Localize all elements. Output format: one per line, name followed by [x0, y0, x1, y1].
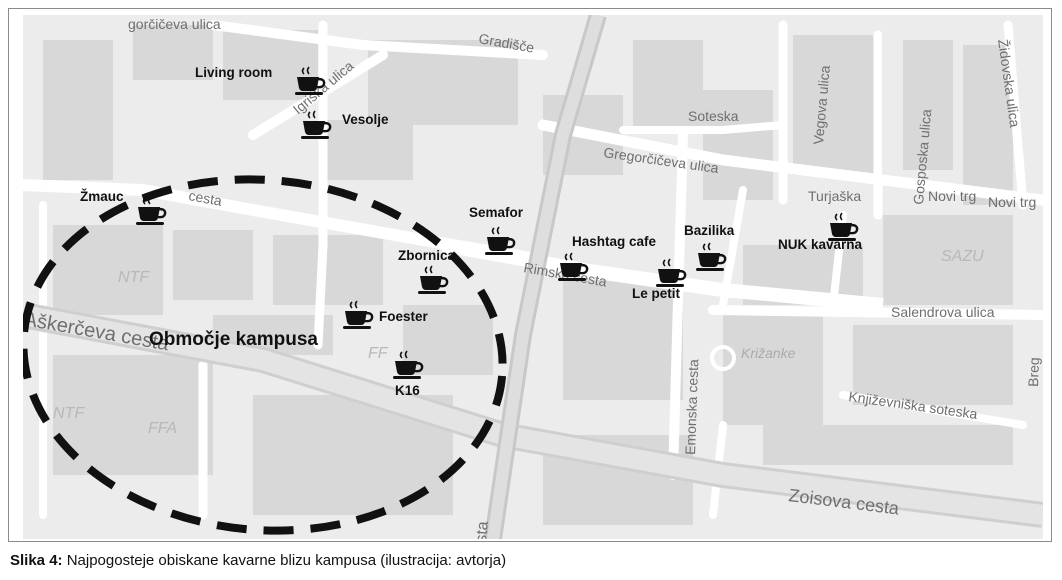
main-roads — [23, 15, 1043, 539]
street-emonska: Emonska cesta — [682, 359, 701, 455]
caption-label: Slika 4: — [10, 552, 63, 569]
street-gorcevca: gorčičeva ulica — [128, 16, 221, 32]
cafe-nuk: NUK kavarna — [778, 211, 863, 252]
cafe-label: Žmauc — [80, 189, 124, 204]
street-sta: sta — [473, 521, 492, 539]
cafe-foester: Foester — [341, 299, 429, 331]
cafe-zmauc: Žmauc — [80, 189, 167, 227]
cafe-k16: K16 — [391, 349, 424, 398]
street-cesta: cesta — [187, 187, 223, 209]
street-soteska: Soteska — [688, 108, 739, 124]
cafe-label: Foester — [379, 309, 429, 324]
caption-text: Najpogosteje obiskane kavarne blizu kamp… — [62, 552, 507, 569]
cafe-label: Bazilika — [684, 223, 735, 238]
minor-roads — [23, 20, 1043, 520]
map-figure: gorčičeva ulica Gradišče Igriška ulica c… — [8, 8, 1052, 542]
street-salendrova: Salendrova ulica — [891, 304, 995, 320]
street-novitrg1: Novi trg — [928, 188, 976, 204]
street-krizanke: Križanke — [741, 345, 796, 361]
campus-boundary — [23, 175, 507, 535]
street-novitrg2: Novi trg — [988, 194, 1036, 210]
rimska-road — [441, 238, 884, 312]
cafe-le-petit: Le petit — [632, 257, 687, 301]
area-labels: NTF NTF FFA FF SAZU — [53, 248, 984, 437]
area-ff: FF — [368, 345, 389, 362]
area-ntf-2: NTF — [53, 405, 85, 422]
cafe-label: Living room — [195, 65, 272, 80]
cafe-zbornica: Zbornica — [398, 248, 455, 296]
street-turjaska: Turjaška — [808, 188, 861, 204]
cafe-label: Semafor — [469, 205, 524, 220]
area-ntf-1: NTF — [118, 269, 150, 286]
cafe-vesolje: Vesolje — [299, 109, 389, 141]
street-vegova: Vegova ulica — [810, 65, 833, 146]
street-breg: Breg — [1025, 357, 1042, 387]
cafe-hashtag: Hashtag cafe — [556, 234, 657, 283]
campus-label: Območje kampusa — [149, 329, 318, 350]
area-sazu: SAZU — [941, 248, 984, 265]
cafe-label: Zbornica — [398, 248, 455, 263]
figure-caption: Slika 4: Najpogosteje obiskane kavarne b… — [10, 552, 506, 569]
cafe-label: NUK kavarna — [778, 237, 863, 252]
cafe-bazilika: Bazilika — [684, 223, 735, 273]
cafe-living-room: Living room — [195, 65, 326, 97]
cafe-label: Le petit — [632, 286, 681, 301]
campus-map: gorčičeva ulica Gradišče Igriška ulica c… — [23, 15, 1043, 539]
cafe-label: K16 — [395, 383, 420, 398]
cafe-semafor: Semafor — [469, 205, 524, 257]
cafe-label: Vesolje — [342, 112, 389, 127]
area-ffa: FFA — [148, 420, 177, 437]
cafe-label: Hashtag cafe — [572, 234, 657, 249]
krizanke-circle — [710, 345, 736, 371]
